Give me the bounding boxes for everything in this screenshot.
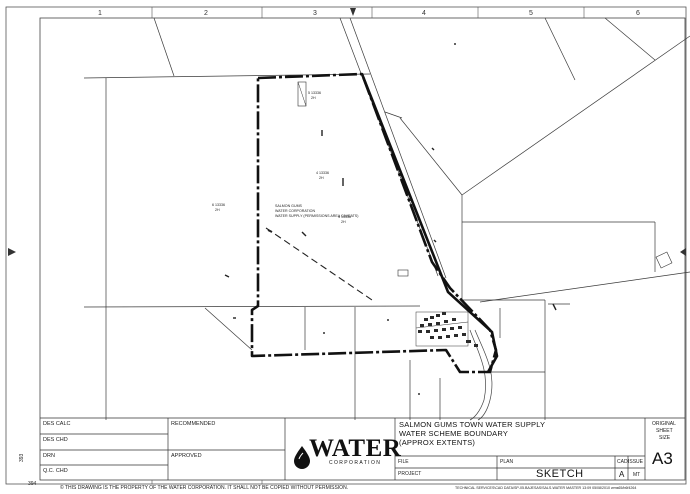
lot-lines <box>83 17 690 420</box>
cad-file-path: TECHNICAL SERVICES\CAD DATA\SP-05.BAJESA… <box>455 486 637 490</box>
file-label: FILE <box>398 459 409 465</box>
logo-subtitle: CORPORATION <box>329 460 382 466</box>
water-drop-icon <box>294 446 310 469</box>
recommended-label: RECOMMENDED <box>171 421 216 427</box>
title-block-lines <box>40 417 685 480</box>
grid-col-2: 2 <box>204 10 208 17</box>
creek-bank <box>474 329 493 421</box>
copyright-notice: © THIS DRAWING IS THE PROPERTY OF THE WA… <box>60 485 349 491</box>
building-marker <box>655 251 673 269</box>
lot-label: 4 13336 <box>316 171 329 175</box>
reserve-label: WATER CORPORATION <box>275 209 316 213</box>
drawing-title-line2: WATER SCHEME BOUNDARY <box>399 429 509 438</box>
outer-border <box>5 6 687 485</box>
project-label: PROJECT <box>398 471 422 477</box>
tank-structure <box>297 81 307 107</box>
drawing-title-line3: (APPROX EXTENTS) <box>399 438 476 447</box>
grid-col-3: 3 <box>313 10 317 17</box>
mt-label: MT <box>633 472 641 478</box>
grid-col-1: 1 <box>98 10 102 17</box>
lot-label: 2H <box>341 220 346 224</box>
drn-label: DRN <box>43 453 55 459</box>
lot-label: 2H <box>311 96 316 100</box>
approved-label: APPROVED <box>171 453 202 459</box>
reserve-label: WATER SUPPLY (PERMISSIONS AREA CAVEATS) <box>275 214 359 218</box>
town-lots <box>418 312 478 347</box>
left-center-mark <box>8 248 16 256</box>
plan-label: PLAN <box>500 459 514 465</box>
side-code: 393 <box>19 453 25 462</box>
cad-label: CAD <box>617 459 628 465</box>
issue-value: A <box>619 470 625 479</box>
grid-col-6: 6 <box>636 10 640 17</box>
sheet-size-value: A3 <box>652 449 673 468</box>
des-calc-label: DES CALC <box>43 421 71 427</box>
original-sheet-label: SIZE <box>659 435 671 441</box>
creek <box>469 329 486 421</box>
lot-label: 4 13336 <box>338 215 351 219</box>
issue-label: ISSUE <box>628 459 644 465</box>
grid-col-4: 4 <box>422 10 426 17</box>
original-sheet-label: ORIGINAL <box>652 421 676 427</box>
original-sheet-label: SHEET <box>656 428 673 434</box>
grid-ticks <box>151 7 585 484</box>
water-scheme-boundary <box>250 72 498 374</box>
qc-chd-label: Q.C. CHD <box>43 468 68 474</box>
right-center-mark <box>680 248 686 256</box>
lot-label: 6 13336 <box>212 203 225 207</box>
grid-col-5: 5 <box>529 10 533 17</box>
drawing-title-line1: SALMON GUMS TOWN WATER SUPPLY <box>399 420 546 429</box>
reserve-label: SALMON GUMS <box>275 204 302 208</box>
lot-label: 2H <box>215 208 220 212</box>
lot-label: 5 13336 <box>308 91 321 95</box>
drawing-number: 394 <box>28 481 37 487</box>
supply-pipeline <box>265 227 376 303</box>
inner-border <box>39 17 686 481</box>
sketch-label: SKETCH <box>536 468 584 480</box>
des-chd-label: DES CHD <box>43 437 68 443</box>
lot-label: 2H <box>319 176 324 180</box>
logo-wordmark: WATER <box>309 435 402 462</box>
map-ticks <box>224 43 557 395</box>
top-center-mark <box>350 8 356 16</box>
